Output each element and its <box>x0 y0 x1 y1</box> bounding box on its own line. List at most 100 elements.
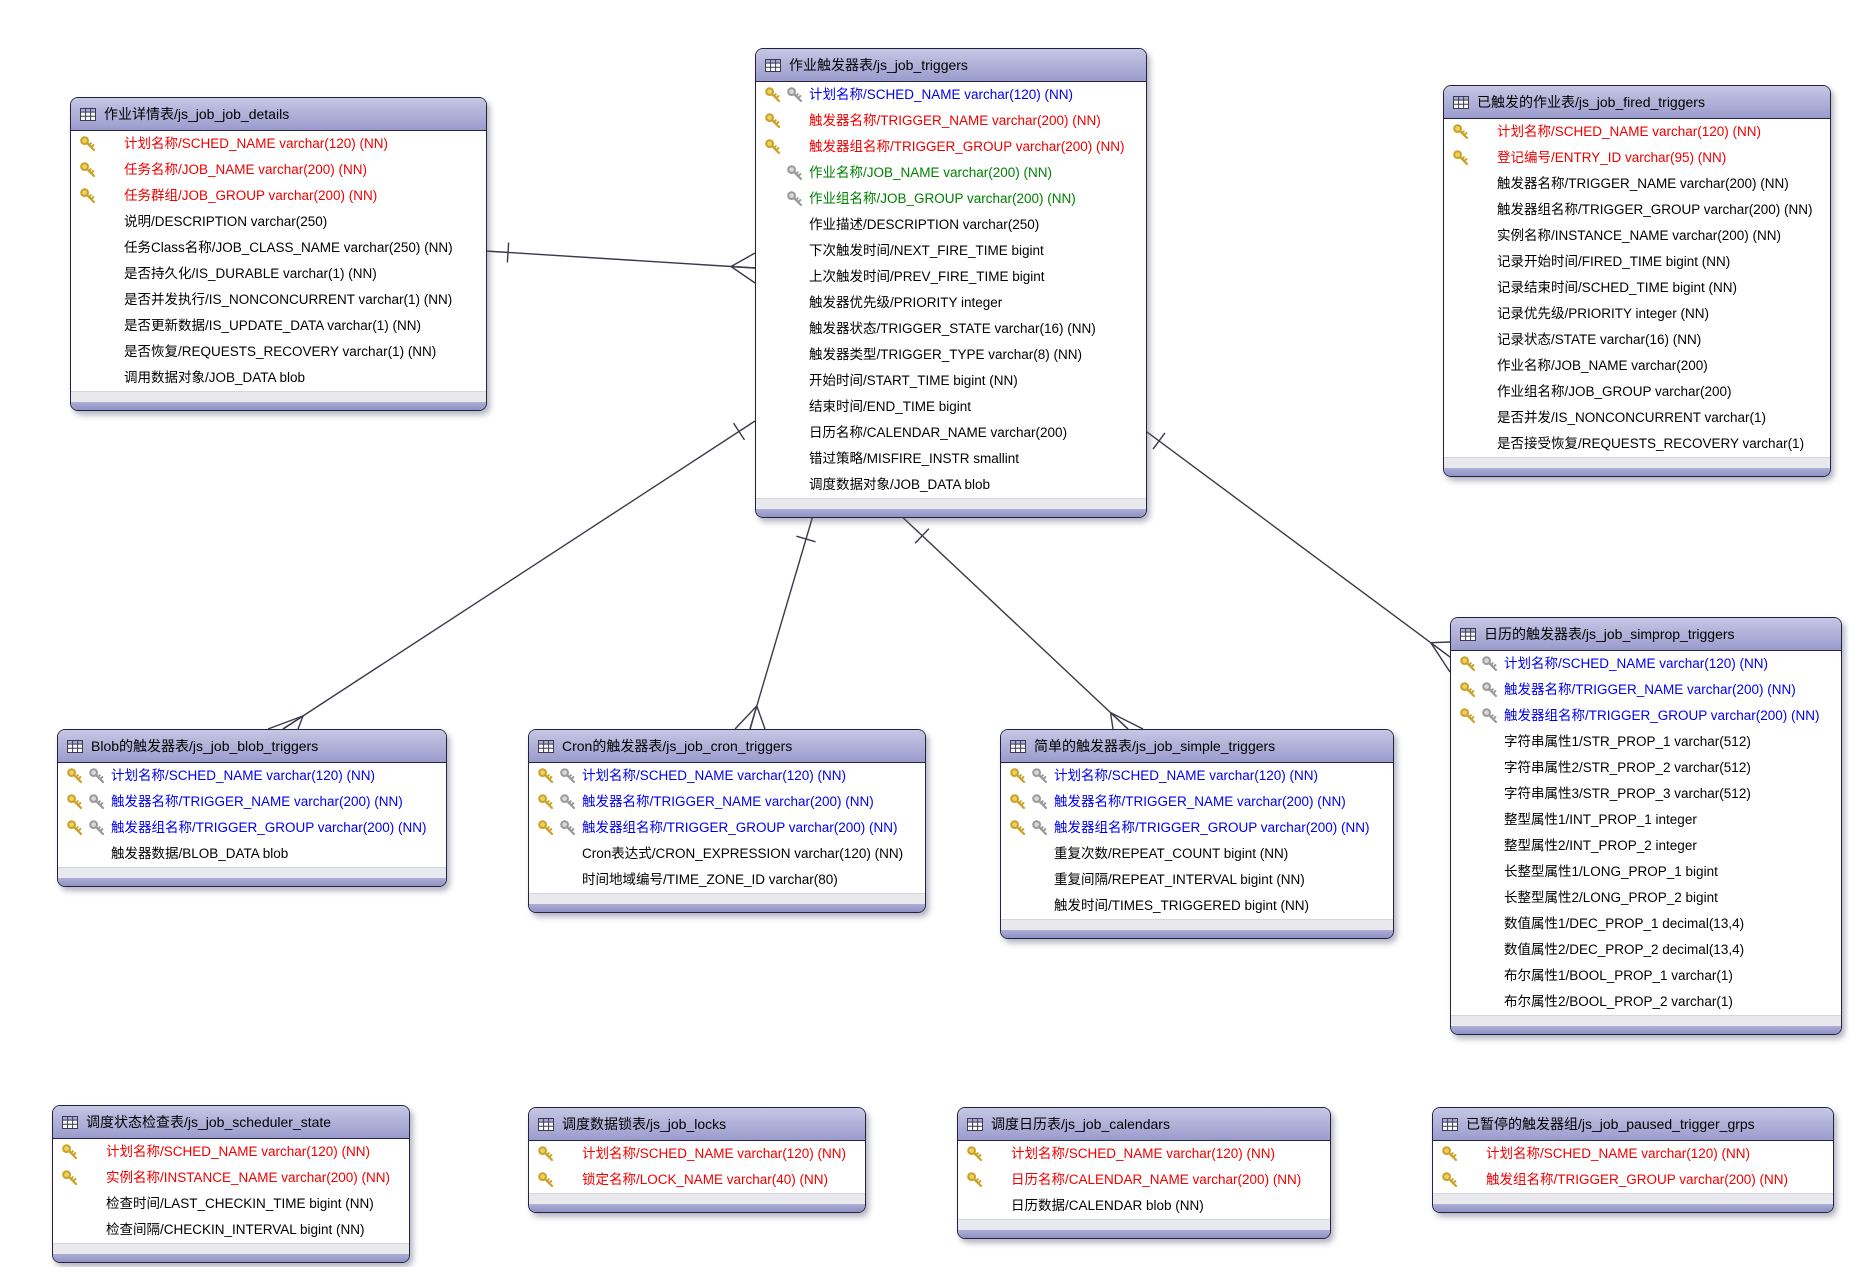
field-row[interactable]: 字符串属性1/STR_PROP_1 varchar(512) <box>1451 729 1841 755</box>
field-row[interactable]: 登记编号/ENTRY_ID varchar(95) (NN) <box>1444 145 1830 171</box>
field-row[interactable]: 开始时间/START_TIME bigint (NN) <box>756 368 1146 394</box>
field-row[interactable]: 数值属性1/DEC_PROP_1 decimal(13,4) <box>1451 911 1841 937</box>
table-header[interactable]: 调度日历表/js_job_calendars <box>958 1108 1330 1141</box>
field-row[interactable]: 是否更新数据/IS_UPDATE_DATA varchar(1) (NN) <box>71 313 486 339</box>
field-row[interactable]: 触发组名称/TRIGGER_GROUP varchar(200) (NN) <box>1433 1167 1833 1193</box>
field-row[interactable]: 上次触发时间/PREV_FIRE_TIME bigint <box>756 264 1146 290</box>
field-row[interactable]: 计划名称/SCHED_NAME varchar(120) (NN) <box>529 1141 865 1167</box>
field-row[interactable]: 触发器组名称/TRIGGER_GROUP varchar(200) (NN) <box>1444 197 1830 223</box>
field-row[interactable]: 整型属性1/INT_PROP_1 integer <box>1451 807 1841 833</box>
field-row[interactable]: 是否持久化/IS_DURABLE varchar(1) (NN) <box>71 261 486 287</box>
field-row[interactable]: 触发器状态/TRIGGER_STATE varchar(16) (NN) <box>756 316 1146 342</box>
table-header[interactable]: 调度数据锁表/js_job_locks <box>529 1108 865 1141</box>
field-row[interactable]: 触发器类型/TRIGGER_TYPE varchar(8) (NN) <box>756 342 1146 368</box>
table-header[interactable]: 作业触发器表/js_job_triggers <box>756 49 1146 82</box>
field-row[interactable]: 实例名称/INSTANCE_NAME varchar(200) (NN) <box>1444 223 1830 249</box>
field-row[interactable]: 触发器名称/TRIGGER_NAME varchar(200) (NN) <box>1001 789 1393 815</box>
field-row[interactable]: 日历名称/CALENDAR_NAME varchar(200) <box>756 420 1146 446</box>
field-row[interactable]: 实例名称/INSTANCE_NAME varchar(200) (NN) <box>53 1165 409 1191</box>
field-row[interactable]: 作业名称/JOB_NAME varchar(200) <box>1444 353 1830 379</box>
field-row[interactable]: 计划名称/SCHED_NAME varchar(120) (NN) <box>71 131 486 157</box>
table-header[interactable]: 作业详情表/js_job_job_details <box>71 98 486 131</box>
field-row[interactable]: 错过策略/MISFIRE_INSTR smallint <box>756 446 1146 472</box>
field-row[interactable]: 任务Class名称/JOB_CLASS_NAME varchar(250) (N… <box>71 235 486 261</box>
field-row[interactable]: 记录状态/STATE varchar(16) (NN) <box>1444 327 1830 353</box>
field-row[interactable]: 记录开始时间/FIRED_TIME bigint (NN) <box>1444 249 1830 275</box>
field-row[interactable]: 布尔属性1/BOOL_PROP_1 varchar(1) <box>1451 963 1841 989</box>
field-row[interactable]: 日历数据/CALENDAR blob (NN) <box>958 1193 1330 1219</box>
field-row[interactable]: 触发器数据/BLOB_DATA blob <box>58 841 446 867</box>
field-row[interactable]: 计划名称/SCHED_NAME varchar(120) (NN) <box>756 82 1146 108</box>
field-row[interactable]: 触发器组名称/TRIGGER_GROUP varchar(200) (NN) <box>1451 703 1841 729</box>
field-row[interactable]: 触发时间/TIMES_TRIGGERED bigint (NN) <box>1001 893 1393 919</box>
field-row[interactable]: 触发器名称/TRIGGER_NAME varchar(200) (NN) <box>529 789 925 815</box>
field-row[interactable]: 数值属性2/DEC_PROP_2 decimal(13,4) <box>1451 937 1841 963</box>
field-row[interactable]: 触发器组名称/TRIGGER_GROUP varchar(200) (NN) <box>756 134 1146 160</box>
field-row[interactable]: 计划名称/SCHED_NAME varchar(120) (NN) <box>58 763 446 789</box>
field-row[interactable]: 重复间隔/REPEAT_INTERVAL bigint (NN) <box>1001 867 1393 893</box>
field-row[interactable]: 触发器名称/TRIGGER_NAME varchar(200) (NN) <box>58 789 446 815</box>
field-row[interactable]: 时间地域编号/TIME_ZONE_ID varchar(80) <box>529 867 925 893</box>
field-row[interactable]: 调度数据对象/JOB_DATA blob <box>756 472 1146 498</box>
table-header[interactable]: Cron的触发器表/js_job_cron_triggers <box>529 730 925 763</box>
field-row[interactable]: 作业组名称/JOB_GROUP varchar(200) (NN) <box>756 186 1146 212</box>
field-row[interactable]: 记录优先级/PRIORITY integer (NN) <box>1444 301 1830 327</box>
field-row[interactable]: 整型属性2/INT_PROP_2 integer <box>1451 833 1841 859</box>
field-row[interactable]: 作业名称/JOB_NAME varchar(200) (NN) <box>756 160 1146 186</box>
field-row[interactable]: 下次触发时间/NEXT_FIRE_TIME bigint <box>756 238 1146 264</box>
field-row[interactable]: 是否并发/IS_NONCONCURRENT varchar(1) <box>1444 405 1830 431</box>
field-row[interactable]: 任务群组/JOB_GROUP varchar(200) (NN) <box>71 183 486 209</box>
field-row[interactable]: 是否并发执行/IS_NONCONCURRENT varchar(1) (NN) <box>71 287 486 313</box>
field-row[interactable]: 任务名称/JOB_NAME varchar(200) (NN) <box>71 157 486 183</box>
field-row[interactable]: 长整型属性2/LONG_PROP_2 bigint <box>1451 885 1841 911</box>
field-row[interactable]: 计划名称/SCHED_NAME varchar(120) (NN) <box>1451 651 1841 677</box>
field-row[interactable]: 重复次数/REPEAT_COUNT bigint (NN) <box>1001 841 1393 867</box>
field-row[interactable]: 计划名称/SCHED_NAME varchar(120) (NN) <box>529 763 925 789</box>
field-row[interactable]: 说明/DESCRIPTION varchar(250) <box>71 209 486 235</box>
field-row[interactable]: 触发器组名称/TRIGGER_GROUP varchar(200) (NN) <box>58 815 446 841</box>
field-row[interactable]: 计划名称/SCHED_NAME varchar(120) (NN) <box>1444 119 1830 145</box>
table-header[interactable]: 简单的触发器表/js_job_simple_triggers <box>1001 730 1393 763</box>
field-row[interactable]: 记录结束时间/SCHED_TIME bigint (NN) <box>1444 275 1830 301</box>
field-row[interactable]: 作业描述/DESCRIPTION varchar(250) <box>756 212 1146 238</box>
field-row[interactable]: 字符串属性3/STR_PROP_3 varchar(512) <box>1451 781 1841 807</box>
field-row[interactable]: 计划名称/SCHED_NAME varchar(120) (NN) <box>1001 763 1393 789</box>
field-row[interactable]: 调用数据对象/JOB_DATA blob <box>71 365 486 391</box>
field-row[interactable]: 结束时间/END_TIME bigint <box>756 394 1146 420</box>
field-row[interactable]: 布尔属性2/BOOL_PROP_2 varchar(1) <box>1451 989 1841 1015</box>
field-row[interactable]: 触发器名称/TRIGGER_NAME varchar(200) (NN) <box>1444 171 1830 197</box>
table-header[interactable]: 已暂停的触发器组/js_job_paused_trigger_grps <box>1433 1108 1833 1141</box>
table-header[interactable]: 已触发的作业表/js_job_fired_triggers <box>1444 86 1830 119</box>
field-row[interactable]: 触发器名称/TRIGGER_NAME varchar(200) (NN) <box>756 108 1146 134</box>
field-row[interactable]: 检查时间/LAST_CHECKIN_TIME bigint (NN) <box>53 1191 409 1217</box>
field-row[interactable]: 是否接受恢复/REQUESTS_RECOVERY varchar(1) <box>1444 431 1830 457</box>
field-row[interactable]: 触发器优先级/PRIORITY integer <box>756 290 1146 316</box>
table-header[interactable]: Blob的触发器表/js_job_blob_triggers <box>58 730 446 763</box>
field-row[interactable]: 检查间隔/CHECKIN_INTERVAL bigint (NN) <box>53 1217 409 1243</box>
field-row[interactable]: 是否恢复/REQUESTS_RECOVERY varchar(1) (NN) <box>71 339 486 365</box>
field-row[interactable]: 锁定名称/LOCK_NAME varchar(40) (NN) <box>529 1167 865 1193</box>
table-header[interactable]: 调度状态检查表/js_job_scheduler_state <box>53 1106 409 1139</box>
field-row[interactable]: Cron表达式/CRON_EXPRESSION varchar(120) (NN… <box>529 841 925 867</box>
field-row[interactable]: 触发器名称/TRIGGER_NAME varchar(200) (NN) <box>1451 677 1841 703</box>
field-row[interactable]: 作业组名称/JOB_GROUP varchar(200) <box>1444 379 1830 405</box>
field-row[interactable]: 日历名称/CALENDAR_NAME varchar(200) (NN) <box>958 1167 1330 1193</box>
field-row[interactable]: 触发器组名称/TRIGGER_GROUP varchar(200) (NN) <box>529 815 925 841</box>
field-row[interactable]: 触发器组名称/TRIGGER_GROUP varchar(200) (NN) <box>1001 815 1393 841</box>
field-row[interactable]: 字符串属性2/STR_PROP_2 varchar(512) <box>1451 755 1841 781</box>
field-row[interactable]: 计划名称/SCHED_NAME varchar(120) (NN) <box>1433 1141 1833 1167</box>
field-row[interactable]: 计划名称/SCHED_NAME varchar(120) (NN) <box>958 1141 1330 1167</box>
table-header[interactable]: 日历的触发器表/js_job_simprop_triggers <box>1451 618 1841 651</box>
field-row[interactable]: 长整型属性1/LONG_PROP_1 bigint <box>1451 859 1841 885</box>
